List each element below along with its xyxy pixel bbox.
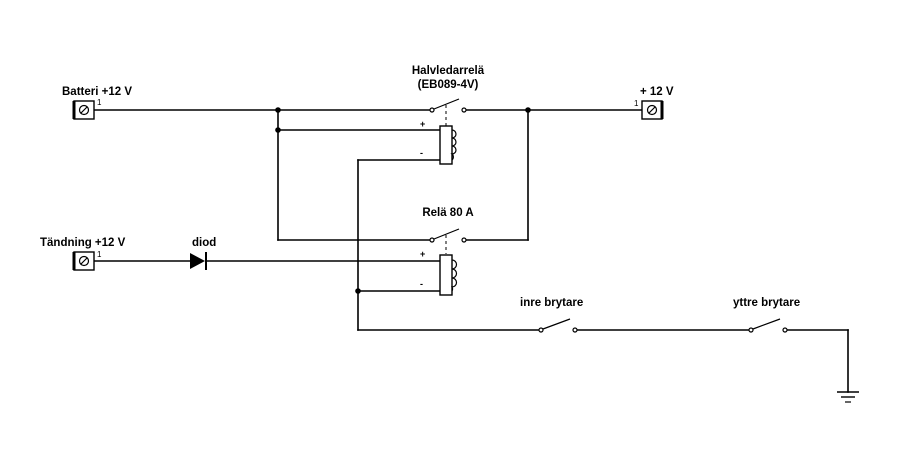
ssr-coil [439, 125, 457, 165]
label-ignition: Tändning +12 V [40, 237, 126, 249]
label-output: + 12 V [640, 86, 674, 98]
pin-battery: 1 [97, 98, 102, 107]
outer-switch [748, 318, 788, 333]
ssr-coil-plus-sign: + [420, 119, 425, 129]
ground-symbol [837, 391, 859, 403]
junction-dot [275, 107, 281, 113]
terminal-output [641, 100, 664, 120]
inner-switch [538, 318, 578, 333]
ssr-coil-minus-sign: - [420, 148, 423, 158]
ssr-switch [429, 98, 467, 126]
relay80-coil [439, 254, 458, 296]
relay80-coil-plus-sign: + [420, 249, 425, 259]
terminal-battery [72, 100, 95, 120]
label-ssr-model: (EB089-4V) [418, 79, 479, 91]
relay80-coil-minus-sign: - [420, 279, 423, 289]
terminal-ignition [72, 251, 95, 271]
wires [93, 109, 849, 393]
label-outer-switch: yttre brytare [733, 297, 800, 309]
label-relay80: Relä 80 A [422, 207, 473, 219]
junction-dot [525, 107, 531, 113]
pin-ignition: 1 [97, 250, 102, 259]
junction-dot [275, 127, 281, 133]
label-inner-switch: inre brytare [520, 297, 583, 309]
diode-symbol [190, 252, 207, 270]
junctions [275, 107, 531, 294]
label-battery: Batteri +12 V [62, 86, 132, 98]
junction-dot [355, 288, 361, 294]
relay80-switch [429, 228, 467, 254]
label-ssr-name: Halvledarrelä [412, 65, 485, 77]
pin-output: 1 [634, 99, 639, 108]
label-diode: diod [192, 237, 216, 249]
